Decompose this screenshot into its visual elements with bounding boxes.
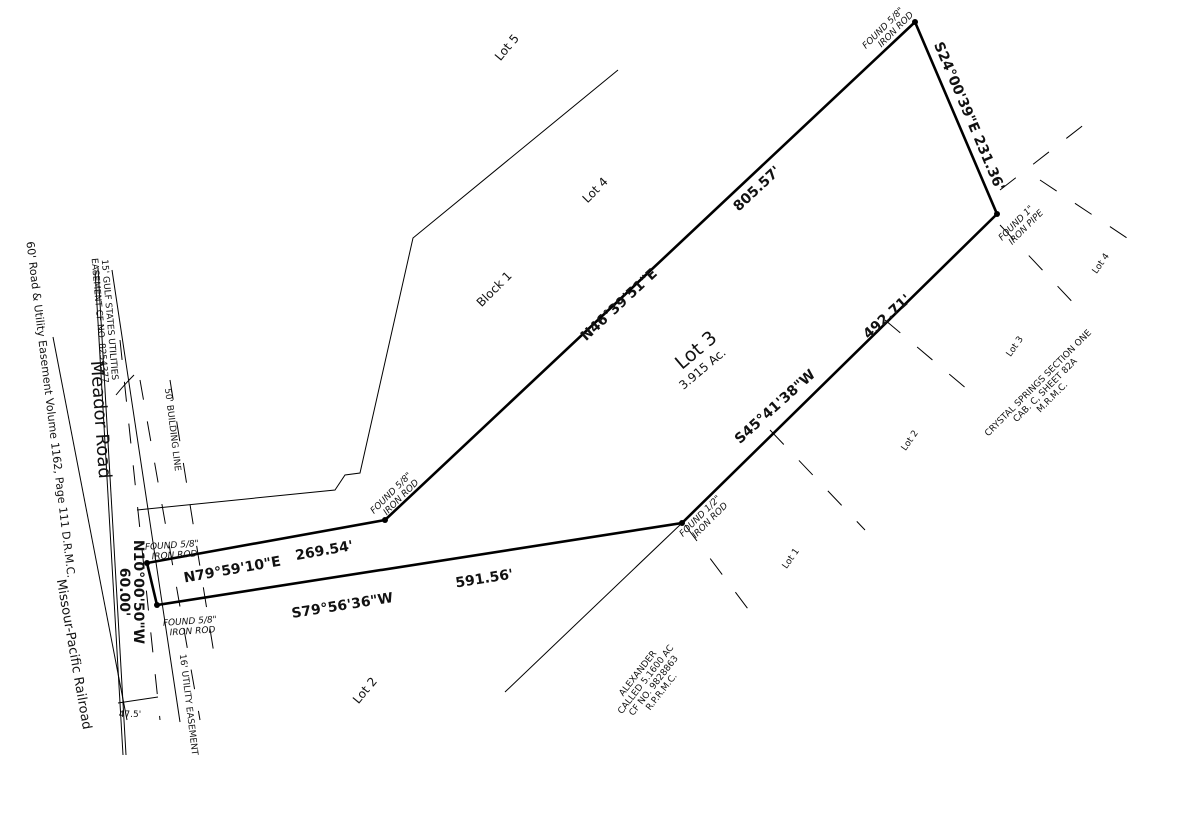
building-line-label: 50' BUILDING LINE bbox=[162, 388, 182, 472]
east-line-call: S24°00'39"E 231.36' bbox=[930, 40, 1007, 193]
lot-4-label: Lot 4 bbox=[580, 175, 611, 206]
road-centerline bbox=[52, 336, 128, 721]
lot-5-label: Lot 5 bbox=[492, 31, 522, 63]
offset-dimension: 47.5' bbox=[119, 710, 142, 720]
road-west-line bbox=[94, 269, 124, 756]
crystal-springs-lot-lines bbox=[684, 119, 1131, 626]
lot-line bbox=[769, 429, 866, 531]
lot-line bbox=[1039, 179, 1131, 241]
monument-line: FOUND 5/8" bbox=[163, 615, 218, 629]
lot-line bbox=[884, 319, 981, 401]
road-easement-label: 60' Road & Utility Easement Volume 1162,… bbox=[23, 241, 77, 579]
alexander-boundary bbox=[504, 522, 683, 693]
easement-leader bbox=[115, 374, 135, 396]
railroad-label: Missour-Pacific Railroad bbox=[53, 578, 94, 731]
monument-point bbox=[154, 602, 160, 608]
monument-sw: FOUND 5/8"IRON ROD bbox=[163, 615, 218, 639]
utility-easement-label: 16' UTILITY EASEMENT bbox=[177, 654, 199, 757]
short-north-distance: 269.54' bbox=[294, 538, 354, 564]
monument-line: IRON ROD bbox=[151, 549, 198, 562]
lot-2-west-label: Lot 2 bbox=[350, 674, 380, 706]
building-line bbox=[169, 379, 216, 661]
utility-easement-line bbox=[139, 379, 201, 721]
monument-e: FOUND 1"IRON PIPE bbox=[997, 201, 1046, 250]
south-line-distance: 591.56' bbox=[454, 567, 514, 592]
monument-ne: FOUND 5/8"IRON ROD bbox=[861, 3, 916, 58]
block-1-label: Block 1 bbox=[474, 269, 515, 310]
offset-dimension-line bbox=[117, 696, 159, 704]
alexander-label: ALEXANDERCALLED 5.1600 ACCF NO. 9828863R… bbox=[608, 637, 692, 728]
south-line-bearing: S79°56'36"W bbox=[290, 590, 394, 622]
lot-line bbox=[999, 119, 1091, 191]
monument-mid: FOUND 5/8"IRON ROD bbox=[369, 471, 421, 523]
crystal-springs-line: CAB. C, SHEET 82A bbox=[1012, 356, 1081, 425]
lot-line bbox=[999, 224, 1081, 311]
crystal-springs-line: CRYSTAL SPRINGS SECTION ONE bbox=[983, 328, 1094, 439]
west-line-distance: 60.00' bbox=[116, 568, 132, 617]
monument-points bbox=[144, 19, 1000, 608]
monument-nw: FOUND 5/8"IRON ROD bbox=[145, 539, 200, 563]
monument-point bbox=[382, 517, 388, 523]
monument-point bbox=[144, 560, 150, 566]
crystal-springs-label: CRYSTAL SPRINGS SECTION ONECAB. C, SHEET… bbox=[983, 328, 1108, 453]
gulf-states-easement-line bbox=[119, 339, 161, 721]
monument-point bbox=[912, 19, 918, 25]
road-west-line-double bbox=[97, 267, 127, 756]
road-lines bbox=[52, 267, 216, 756]
monument-line: FOUND 5/8" bbox=[145, 539, 200, 553]
block-1-boundary bbox=[136, 69, 619, 511]
crystal-springs-lot-2: Lot 2 bbox=[900, 429, 921, 453]
crystal-springs-lot-1: Lot 1 bbox=[781, 547, 802, 571]
road-east-row-line bbox=[111, 269, 181, 723]
southeast-line-distance: 492.71' bbox=[860, 292, 914, 343]
monument-point bbox=[679, 520, 685, 526]
crystal-springs-lot-4: Lot 4 bbox=[1091, 252, 1112, 276]
monument-line: IRON ROD bbox=[169, 625, 216, 638]
west-line-bearing: N10°00'50"W bbox=[130, 540, 146, 644]
monument-point bbox=[994, 211, 1000, 217]
crystal-springs-lot-3: Lot 3 bbox=[1005, 335, 1026, 359]
lot-3-boundary bbox=[145, 19, 999, 607]
north-line-bearing: N46°39'51"E bbox=[578, 266, 661, 345]
